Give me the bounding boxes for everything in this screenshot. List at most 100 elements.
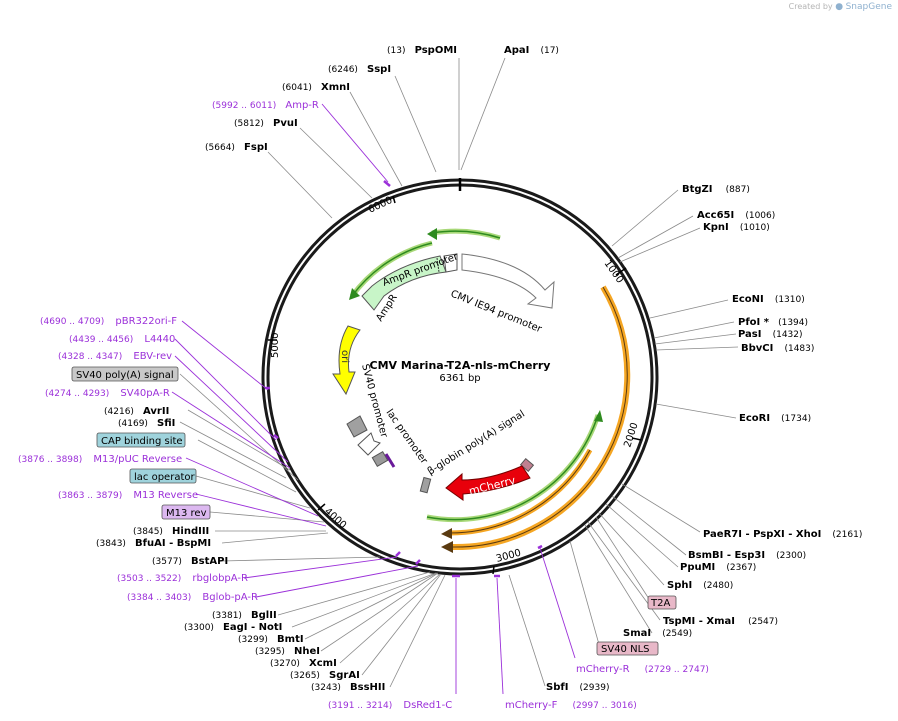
primer-sv40pa-r: (4274 .. 4293) SV40pA-R: [45, 381, 170, 400]
ampr-promoter-arrow: [443, 253, 458, 273]
site-pasi: PasI (1432): [738, 322, 803, 341]
cap-site-box: [96, 432, 186, 448]
lac-operator-mark: [384, 453, 396, 468]
green-feature-right-arrow: [594, 410, 603, 422]
site-btgzi: BtgZI (887): [682, 177, 750, 196]
sv40-promoter-arrow: [357, 432, 381, 456]
top-site-labels: (13) PspOMI ApaI (17) (6246) SspI (6041)…: [205, 45, 559, 153]
tick-2000-mark: [631, 437, 642, 441]
site-xmni: (6041) XmnI: [282, 75, 350, 94]
primer-mcherry-f: mCherry-F (2997 .. 3016): [505, 693, 637, 712]
sv40-polya-block: [346, 415, 368, 438]
watermark-brand: SnapGene: [845, 2, 892, 12]
lac-operator-label: lac operator: [134, 472, 195, 483]
bglob-mark: [415, 559, 421, 565]
leader-mcherry-r: [539, 547, 576, 659]
orange-feature-outer-edge: [450, 286, 628, 548]
leader-sphi: [597, 511, 665, 586]
leader-bglob-pa-r: [255, 565, 419, 598]
tick-2000: 2000: [622, 421, 640, 449]
tick-1000-mark: [615, 267, 627, 276]
site-xcmi: (3270) XcmI: [270, 651, 337, 670]
leader-acc65i: [617, 215, 694, 259]
lac-promoter-label: lac promoter: [384, 407, 430, 466]
site-pvui: (5812) PvuI: [234, 111, 298, 130]
orange-feature-inner-edge: [449, 449, 591, 534]
primer-bglob-pa-r: (3384 .. 3403) Bglob-pA-R: [127, 585, 258, 604]
m13-rev-label: M13 rev: [166, 508, 207, 519]
green-feature-top-arrow: [427, 228, 437, 240]
primer-dsred1-c: (3191 .. 3214) DsRed1-C: [328, 693, 452, 712]
site-tspmi: TspMI - XmaI (2547): [663, 609, 778, 628]
lac-promoter-block: [371, 450, 389, 468]
leader-bsshii: [389, 574, 446, 688]
leader-lac-op: [195, 475, 311, 509]
ori-label: ori: [339, 350, 350, 363]
mcherry-feature: mCherry: [445, 465, 531, 501]
primer-m13-reverse: (3863 .. 3879) M13 Reverse: [58, 483, 198, 502]
site-sgrai: (3265) SgrAI: [290, 663, 360, 682]
site-bglii: (3381) BglII: [212, 603, 277, 622]
leader-ebv-rev: [174, 355, 289, 463]
green-feature-left-arrow: [349, 288, 360, 300]
site-nhei: (3295) NheI: [255, 639, 320, 658]
ori-arrow: [332, 325, 361, 396]
leader-bstapi: [221, 556, 381, 562]
primer-m13-puc-reverse: (3876 .. 3898) M13/pUC Reverse: [18, 447, 182, 466]
t2a-box: [647, 595, 677, 610]
ori-feature: [332, 325, 361, 396]
m13-rev-box: [161, 504, 211, 520]
gray-feature-block: [419, 476, 432, 494]
leader-pvui: [299, 127, 373, 199]
leader-mcherry-f: [496, 577, 504, 695]
site-bfuai: (3843) BfuAI - BspMI: [96, 531, 211, 550]
site-bsshii: (3243) BssHII: [311, 675, 385, 694]
snapgene-watermark: Created by ● SnapGene: [789, 2, 892, 12]
primer-rbglobpa-r: (3503 .. 3522) rbglobpA-R: [117, 566, 248, 585]
leader-cap: [197, 439, 297, 493]
ampr-boundary-mark: [436, 257, 440, 273]
leader-xcmi: [339, 573, 441, 664]
site-avrii: (4216) AvrII: [104, 399, 169, 418]
tick-6000-mark: [392, 195, 396, 204]
tick-5000: 5000: [270, 333, 281, 358]
site-pfoi: PfoI * (1394): [738, 310, 808, 329]
leader-sfii: [179, 421, 287, 479]
left-site-labels: (4690 .. 4709) pBR322ori-F (4439 .. 4456…: [18, 316, 452, 712]
green-feature-right-edge: [426, 414, 599, 521]
beta-globin-block: [519, 458, 535, 472]
leader-l4440: [174, 338, 277, 441]
leader-sgrai: [361, 573, 442, 676]
leader-sspi: [394, 75, 437, 173]
leader-eagi: [291, 572, 437, 628]
site-hindiii: (3845) HindIII: [133, 519, 209, 538]
leader-xhoi: [621, 483, 701, 533]
primer-l4440: (4439 .. 4456) L4440: [69, 327, 175, 346]
site-eagi: (3300) EagI - NotI: [184, 615, 282, 634]
leader-xmni: [349, 91, 403, 187]
leader-avrii: [187, 409, 291, 471]
leader-apai: [460, 57, 506, 171]
tick-3000-mark: [492, 565, 495, 575]
sv40-nls-box: [596, 641, 659, 656]
leader-pasi: [654, 333, 737, 345]
cmv-promoter-arrow: [461, 253, 555, 309]
site-ecori: EcoRI (1734): [739, 406, 811, 425]
watermark-prefix: Created by: [788, 2, 833, 11]
leader-pbr322ori-f: [181, 320, 269, 391]
site-sbfi: SbfI (2939): [546, 675, 609, 694]
leader-fspi: [267, 151, 333, 219]
leader-amp-r: [321, 103, 389, 183]
site-kpni: KpnI (1010): [703, 215, 770, 234]
site-sphi: SphI (2480): [667, 573, 733, 592]
leader-sv40nls: [569, 540, 601, 649]
lac-operator-box: [129, 468, 197, 484]
snapgene-logo-icon: ●: [835, 2, 844, 12]
site-bmti: (3299) BmtI: [238, 627, 304, 646]
mcherry-r-mark: [537, 544, 543, 550]
site-acc65i: Acc65I (1006): [697, 203, 775, 222]
small-features: [346, 415, 535, 494]
leader-sbfi: [508, 574, 546, 687]
right-box-labels: T2A SV40 NLS: [596, 595, 677, 656]
leader-m13rev: [209, 511, 325, 523]
